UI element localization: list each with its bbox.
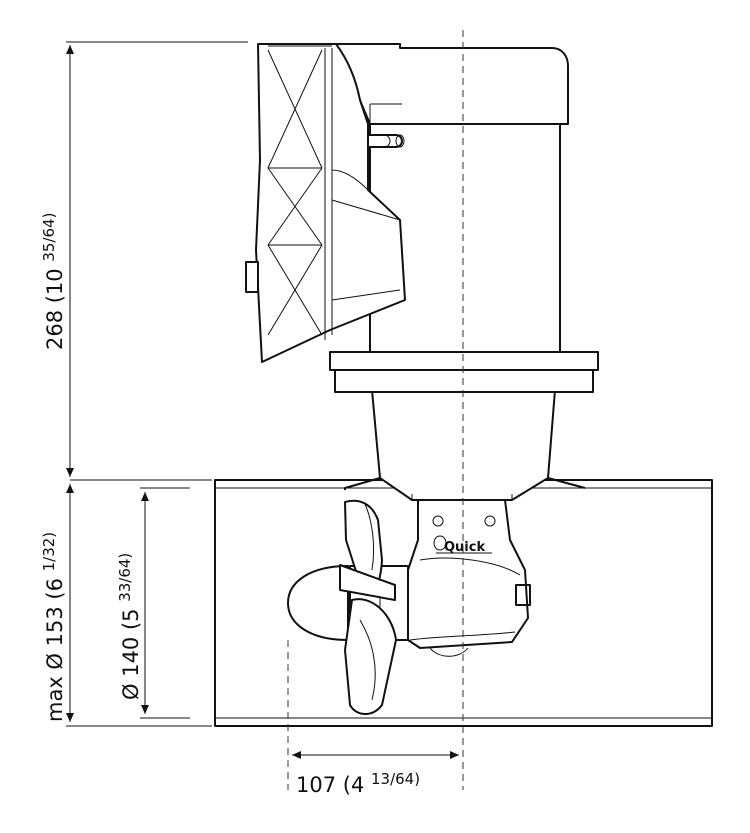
dimension-total-height: 268 (10 35/64) bbox=[40, 41, 248, 481]
drive-leg bbox=[344, 389, 586, 501]
motor-cover bbox=[245, 43, 406, 363]
offset-label: 107 (4 13/64) bbox=[296, 770, 420, 797]
dimension-offset: 107 (4 13/64) bbox=[292, 751, 459, 797]
brand-logo-text: Quick bbox=[444, 540, 485, 555]
dimension-diameter: Ø 140 (5 33/64) bbox=[116, 487, 190, 719]
max-diameter-label: max Ø 153 (6 1/32) bbox=[40, 532, 67, 722]
dimension-max-diameter: max Ø 153 (6 1/32) bbox=[40, 484, 212, 727]
brand-logo: Quick bbox=[433, 535, 492, 555]
motor-body bbox=[335, 43, 569, 353]
total-height-label: 268 (10 35/64) bbox=[40, 213, 67, 350]
gear-housing: Quick bbox=[407, 499, 531, 657]
diameter-label: Ø 140 (5 33/64) bbox=[116, 553, 143, 700]
propeller-blades bbox=[339, 499, 397, 715]
motor-flange bbox=[329, 351, 599, 393]
